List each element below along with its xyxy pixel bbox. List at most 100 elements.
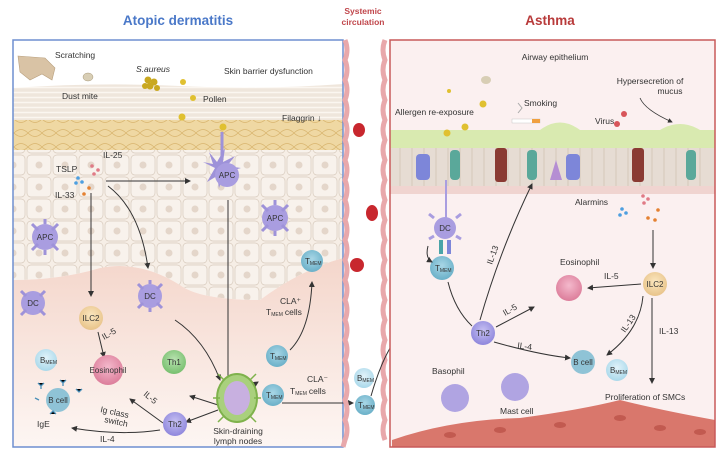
airway-epithelium-label: Airway epithelium [522, 52, 589, 62]
cla-plus-label: CLA⁺ [280, 296, 302, 306]
lymph-node-label-2: lymph nodes [214, 436, 262, 446]
damaged-cell [632, 148, 644, 182]
smooth-muscle-layer [392, 400, 715, 447]
t-mem-cell-lymph-lower [262, 384, 284, 406]
dc-label-asthma: DC [439, 224, 451, 233]
atopic-dermatitis-title: Atopic dermatitis [123, 13, 233, 28]
apc-label-left: APC [37, 233, 54, 242]
dc-label-left: DC [27, 299, 39, 308]
ilc2-cell-asthma [643, 272, 667, 296]
vessel-wall-right [380, 39, 388, 441]
goblet-cell [416, 154, 430, 180]
ilc2-label: ILC2 [83, 314, 100, 323]
apc-cell-right [260, 200, 290, 236]
epithelial-cell-borders [399, 148, 701, 186]
pollen-dot [180, 79, 186, 85]
club-cell [450, 150, 460, 180]
lymph-node-icon [213, 373, 261, 423]
t-mem-cell-asthma [430, 256, 454, 280]
ad-panel-border [12, 39, 344, 448]
mucus-pointer-arrow [639, 97, 673, 123]
eosinophil-cell-asthma [556, 275, 582, 301]
ilc2-label-asthma: ILC2 [647, 280, 664, 289]
th1-cell [162, 350, 186, 374]
smoking-label: Smoking [524, 98, 557, 108]
keratinocyte-layer [13, 150, 343, 300]
proliferation-label: Proliferation of SMCs [605, 392, 685, 402]
systemic-title-line2: circulation [342, 17, 385, 27]
s-aureus-icon [142, 76, 160, 91]
scratching-label: Scratching [55, 50, 95, 60]
damaged-cell [495, 148, 507, 182]
mast-cell-label: Mast cell [500, 406, 534, 416]
basement-membrane [390, 186, 715, 194]
atopic-dermatitis-panel: Scratching S.aureus Skin barrier dysfunc… [12, 39, 354, 448]
alarmins-label: Alarmins [575, 197, 608, 207]
mhc-receptor [439, 240, 443, 254]
b-cell-asthma [571, 350, 595, 374]
goblet-cell [566, 154, 580, 180]
basophil-label: Basophil [432, 366, 465, 376]
th2-label-ad: Th2 [168, 420, 182, 429]
t-mem-label-asthma: TMEM [435, 264, 452, 274]
tcr-receptor [447, 240, 451, 254]
b-cell-label-ad: B cell [48, 396, 68, 405]
virus-icon [621, 111, 627, 117]
tslp-label: TSLP [56, 164, 78, 174]
cytokine-dots [74, 164, 100, 196]
t-mem-label: TMEM [266, 391, 283, 401]
apc-cell-top [203, 148, 241, 188]
pollen-label: Pollen [203, 94, 227, 104]
ilc2-cell [79, 306, 103, 330]
b-cell-label-asthma: B cell [573, 358, 593, 367]
b-mem-cell-ad [35, 349, 57, 371]
eosinophil-label-asthma: Eosinophil [560, 257, 599, 267]
cla-minus-label: CLA⁻ [307, 374, 329, 384]
il4-label-ad: IL-4 [100, 434, 115, 444]
ad-arrows [71, 178, 354, 434]
t-mem-label: TMEM [270, 352, 287, 362]
th2-label-asthma: Th2 [476, 329, 490, 338]
allergen-label: Allergen re-exposure [395, 107, 474, 117]
red-blood-cell [366, 205, 378, 221]
dc-cell-left [19, 289, 47, 317]
filaggrin-label: Filaggrin ↓ [282, 113, 321, 123]
asthma-title: Asthma [525, 13, 575, 28]
virus-icon [614, 121, 620, 127]
hypersecretion-label-1: Hypersecretion of [617, 76, 684, 86]
granular-layer [13, 120, 343, 150]
il5-ilc2-label-asthma: IL-5 [604, 271, 619, 281]
brush-cell [550, 160, 562, 180]
apc-label-top: APC [219, 171, 236, 180]
dc-cell-middle [136, 280, 164, 312]
eosinophil-cell-ad [93, 355, 123, 385]
b-mem-label-asthma: BMEM [610, 366, 627, 376]
b-cell-ad [46, 388, 70, 412]
t-mem-cell-skin [301, 250, 323, 272]
vessel-wall-left [340, 39, 350, 448]
il25-label: IL-25 [103, 150, 123, 160]
systemic-circulation: BMEM TMEM [340, 39, 419, 448]
smoke-icon [517, 102, 523, 114]
club-cell [686, 150, 696, 180]
apc-label-right: APC [267, 214, 284, 223]
dust-mite-icon [82, 72, 94, 82]
red-blood-cell [353, 123, 365, 137]
ig-switch-label-2: switch [104, 414, 129, 429]
cigarette-filter [532, 119, 540, 123]
apc-cell-left [30, 219, 60, 255]
airway-epithelial-layer [390, 148, 715, 186]
eosinophil-label-ad: Eosinophil [90, 366, 127, 375]
ige-label: IgE [37, 419, 50, 429]
pollen-dot [219, 123, 227, 131]
b-mem-cell-circ [354, 368, 374, 388]
il13-smc-label: IL-13 [659, 326, 679, 336]
th2-cell-ad [163, 412, 187, 436]
dc-label-middle: DC [144, 292, 156, 301]
s-aureus-label: S.aureus [136, 64, 171, 74]
mucus-layer [390, 122, 715, 150]
t-mem-cell-lymph-upper [266, 345, 288, 367]
